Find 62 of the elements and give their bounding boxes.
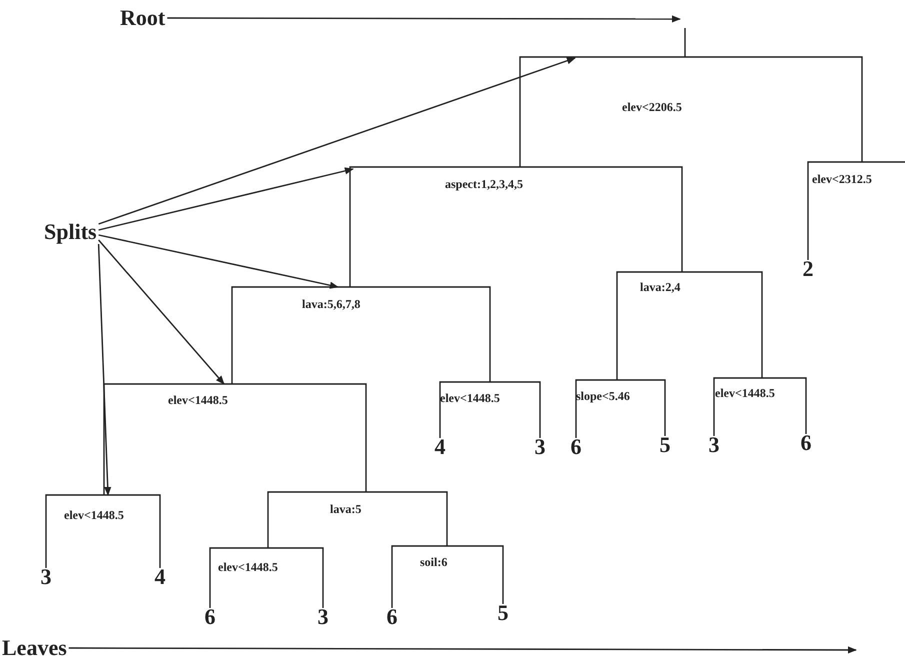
leaf-label: 5	[660, 434, 670, 456]
tree-branch	[617, 379, 666, 436]
tree-branch	[268, 547, 324, 608]
tree-branch	[267, 491, 366, 548]
tree-part-label: Root	[120, 6, 166, 30]
split-label: slope<5.46	[576, 389, 630, 404]
split-label: lava:5,6,7,8	[302, 297, 360, 312]
leaf-label: 5	[498, 602, 508, 624]
leaf-label: 6	[386, 606, 398, 628]
tree-branch	[350, 286, 491, 382]
arrow	[98, 167, 354, 231]
arrow	[98, 240, 225, 385]
leaf-label: 6	[204, 606, 216, 628]
arrow	[98, 244, 112, 496]
leaf-label: 3	[40, 566, 52, 588]
tree-branch	[762, 377, 807, 434]
tree-part-label: Splits	[44, 220, 97, 244]
split-label: elev<1448.5	[715, 386, 775, 401]
tree-branch	[103, 383, 232, 495]
leaf-label: 6	[800, 432, 812, 454]
tree-branch	[439, 381, 490, 438]
tree-branch	[519, 56, 685, 167]
tree-branch	[45, 494, 104, 568]
leaf-label: 2	[802, 258, 814, 280]
tree-branch	[713, 377, 762, 436]
arrow	[68, 646, 857, 654]
tree-branch	[232, 383, 367, 492]
arrow	[98, 234, 339, 289]
tree-branch	[349, 166, 520, 287]
split-label: elev<2312.5	[812, 172, 872, 187]
leaf-label: 4	[434, 436, 446, 458]
split-label: lava:2,4	[640, 280, 680, 295]
tree-branch	[616, 271, 682, 380]
tree-branch	[575, 379, 617, 438]
tree-branch	[391, 545, 447, 608]
leaf-label: 3	[534, 436, 546, 458]
arrow	[98, 57, 576, 225]
split-label: elev<1448.5	[64, 508, 124, 523]
leaf-label: 4	[154, 566, 166, 588]
leaf-label: 3	[708, 434, 720, 456]
tree-branch	[209, 547, 268, 608]
tree-branch	[682, 271, 763, 378]
tree-branch	[685, 56, 863, 162]
tree-branch	[447, 545, 504, 604]
split-label: soil:6	[420, 555, 448, 570]
tree-branch	[862, 161, 905, 163]
leaf-label: 6	[570, 436, 582, 458]
tree-branch	[104, 494, 161, 568]
split-label: lava:5	[330, 502, 362, 517]
tree-branch	[366, 491, 448, 546]
leaf-label: 3	[318, 606, 328, 628]
split-label: aspect:1,2,3,4,5	[445, 177, 523, 192]
tree-branch	[807, 161, 862, 260]
split-label: elev<2206.5	[622, 100, 682, 115]
tree-branch	[520, 166, 683, 272]
split-label: elev<1448.5	[168, 393, 228, 408]
arrow	[167, 15, 681, 23]
split-label: elev<1448.5	[218, 560, 278, 575]
tree-branch	[490, 381, 541, 438]
split-label: elev<1448.5	[440, 391, 500, 406]
tree-part-label: Leaves	[2, 636, 67, 660]
tree-branch	[231, 286, 350, 384]
